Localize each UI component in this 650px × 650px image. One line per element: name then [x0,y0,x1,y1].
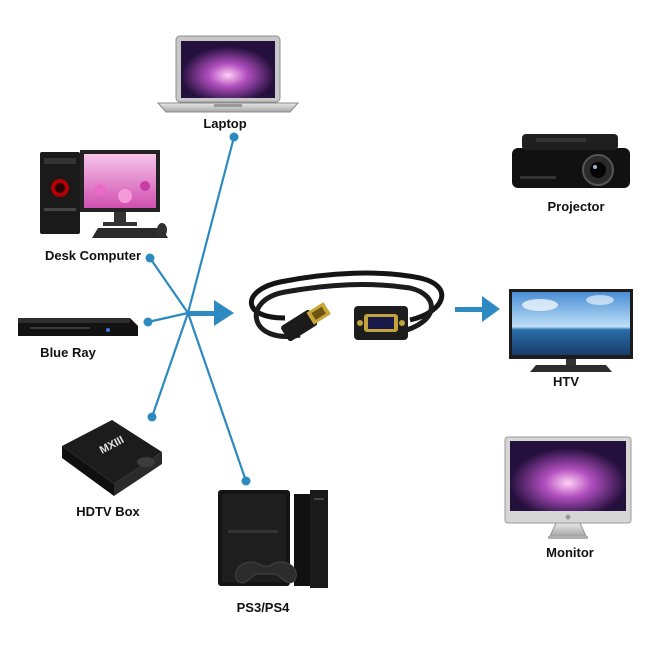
connector-lines [147,136,248,482]
connector-dot-blue-ray [143,317,153,327]
connector-dot-laptop [229,132,239,142]
label-ps: PS3/PS4 [236,600,290,615]
label-hdtv-box: HDTV Box [76,504,140,519]
desktop-computer-icon [40,150,168,238]
label-monitor: Monitor [546,545,594,560]
label-blue-ray: Blue Ray [40,345,96,360]
label-desk-computer: Desk Computer [44,248,142,263]
label-htv: HTV [553,374,579,389]
laptop-icon [156,35,300,113]
connector-laptop [186,136,236,314]
connector-ps [186,312,248,482]
output-arrow-icon [455,296,500,322]
connector-dot-desk-computer [145,253,155,263]
blu-ray-player-icon [18,318,138,336]
connector-dot-ps [241,476,251,486]
monitor-icon [504,436,632,539]
tv-icon [509,289,633,372]
input-arrow-icon [188,300,234,326]
hdmi-to-vga-cable-icon [249,270,445,342]
game-console-icon [218,490,328,588]
projector-icon [512,134,630,188]
connector-desk-computer [149,257,189,314]
connector-dot-hdtv-box [147,412,157,422]
tv-box-icon: MXIII [62,420,162,496]
label-projector: Projector [547,199,605,214]
connector-hdtv-box [150,312,190,418]
connector-blue-ray [147,311,189,324]
label-laptop: Laptop [203,116,247,131]
